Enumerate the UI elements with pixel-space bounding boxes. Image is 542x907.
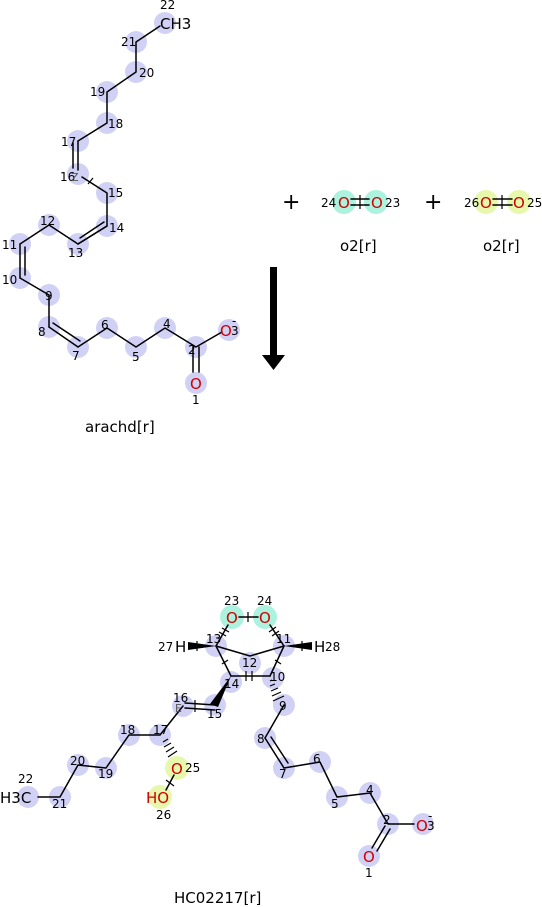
- carbonyl-oxygen-product: O: [363, 848, 375, 866]
- atom-number-1: 1: [192, 393, 200, 407]
- atom-number-26: 26: [464, 196, 479, 210]
- reactant-name-o2-1: o2[r]: [340, 237, 377, 255]
- oxygen-molecule-2: 26 O O 25 o2[r]: [464, 190, 542, 255]
- atom-number-19-product: 19: [98, 767, 113, 781]
- atom-number-24-product: 24: [257, 594, 272, 608]
- atom-number-27: 27: [158, 640, 173, 654]
- atom-number-17-product: 17: [153, 723, 168, 737]
- atom-number-18: 18: [108, 117, 123, 131]
- atom-number-16: 16: [60, 170, 75, 184]
- oxygen-atom-23: O: [371, 194, 383, 212]
- product-bonds: [37, 612, 415, 852]
- oxygen-molecule-1: 24 O O 23 o2[r]: [321, 190, 400, 255]
- atom-number-10-product: 10: [270, 670, 285, 684]
- oxygen-atom-24: O: [338, 194, 350, 212]
- atom-number-9-product: 9: [279, 699, 287, 713]
- atom-number-25: 25: [527, 196, 542, 210]
- atom-number-18-product: 18: [120, 723, 135, 737]
- hydroperoxy-oxygen-25: O: [171, 760, 183, 778]
- atom-number-16-product: 16: [173, 691, 188, 705]
- atom-number-8: 8: [38, 325, 46, 339]
- stereo-e-label: E: [175, 702, 182, 715]
- atom-number-23-product: 23: [224, 594, 239, 608]
- atom-number-5-product: 5: [331, 797, 339, 811]
- atom-number-3: 3: [231, 324, 239, 338]
- peroxide-oxygen-23: O: [226, 609, 238, 627]
- atom-number-10: 10: [2, 273, 17, 287]
- atom-number-20-product: 20: [70, 754, 85, 768]
- atom-number-14-product: 14: [224, 677, 239, 691]
- product-molecule: 23 24 O O 27 H H 28 13 11 12 14 10 9 16 …: [0, 594, 435, 907]
- product-name-hc02217: HC02217[r]: [174, 889, 261, 907]
- atom-number-22-product: 22: [18, 772, 33, 786]
- atom-number-7-product: 7: [279, 767, 287, 781]
- carboxylate-oxygen-product: O: [416, 817, 428, 835]
- carbonyl-oxygen-label: O: [190, 375, 202, 393]
- oxygen-atom-26: O: [480, 194, 492, 212]
- plus-sign-2: +: [424, 190, 442, 215]
- atom-number-24: 24: [321, 196, 336, 210]
- atom-number-26-product: 26: [156, 808, 171, 822]
- hashed-wedge-25: [162, 738, 178, 758]
- atom-number-6-product: 6: [313, 752, 321, 766]
- atom-number-25-product: 25: [185, 761, 200, 775]
- atom-number-1-product: 1: [365, 866, 373, 880]
- hydroxyl-label: HO: [146, 789, 169, 807]
- arachidonate-molecule: 22 CH3 21 20 19 18 17 16 Z 15 14 13 12 1…: [2, 0, 240, 436]
- atom-number-28: 28: [325, 640, 340, 654]
- atom-number-23: 23: [385, 196, 400, 210]
- hashed-wedge-9: [269, 679, 285, 702]
- product-highlights: [17, 605, 434, 867]
- reactant-name-o2-2: o2[r]: [483, 237, 520, 255]
- atom-number-22: 22: [160, 0, 175, 12]
- atom-number-12-product: 12: [242, 656, 257, 670]
- atom-number-12: 12: [40, 214, 55, 228]
- atom-number-2-product: 2: [383, 813, 391, 827]
- atom-number-7: 7: [72, 349, 80, 363]
- charge-label: -: [232, 314, 236, 328]
- atom-number-17: 17: [61, 135, 76, 149]
- atom-number-15: 15: [108, 186, 123, 200]
- atom-number-11-product: 11: [276, 632, 291, 646]
- arachidonate-bonds: [19, 25, 223, 373]
- atom-number-14: 14: [109, 221, 124, 235]
- atom-number-20: 20: [139, 66, 154, 80]
- atom-number-2: 2: [188, 343, 196, 357]
- reactant-name-arachd: arachd[r]: [85, 418, 155, 436]
- oxygen-atom-25: O: [513, 194, 525, 212]
- atom-number-11: 11: [2, 238, 17, 252]
- atom-number-5: 5: [132, 350, 140, 364]
- atom-number-4: 4: [163, 317, 171, 331]
- atom-number-9: 9: [45, 289, 53, 303]
- atom-number-15-product: 15: [207, 707, 222, 721]
- peroxide-oxygen-24: O: [259, 609, 271, 627]
- hydrogen-28-label: H: [314, 638, 325, 656]
- charge-label-product: -: [428, 809, 432, 823]
- atom-number-13: 13: [68, 246, 83, 260]
- atom-number-21-product: 21: [52, 797, 67, 811]
- hydrogen-27-label: H: [175, 638, 186, 656]
- atom-number-13-product: 13: [206, 632, 221, 646]
- atom-number-3-product: 3: [427, 819, 435, 833]
- stereo-z-label: Z: [71, 171, 79, 184]
- plus-sign-1: +: [282, 190, 300, 215]
- methyl-group-label: CH3: [160, 15, 191, 33]
- atom-number-21: 21: [121, 35, 136, 49]
- atom-number-19: 19: [90, 85, 105, 99]
- methyl-group-label-product: H3C: [0, 789, 31, 807]
- atom-number-4-product: 4: [366, 783, 374, 797]
- atom-number-8-product: 8: [257, 732, 265, 746]
- carboxylate-oxygen-label: O: [220, 322, 232, 340]
- reaction-arrow: [262, 267, 285, 370]
- atom-number-6: 6: [101, 318, 109, 332]
